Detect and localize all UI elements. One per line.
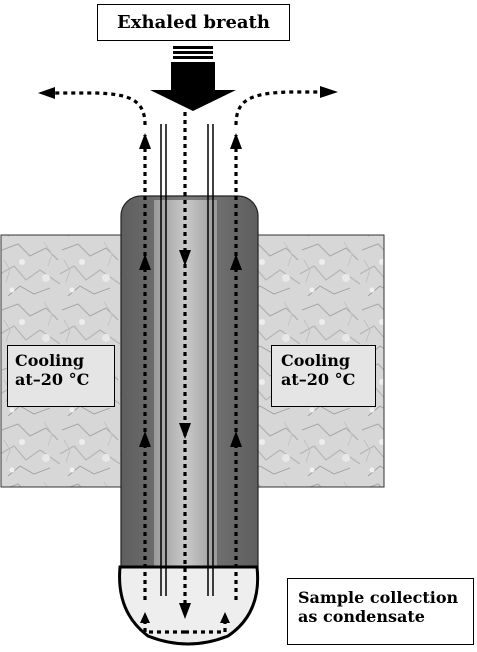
cooling-left-line2: at–20 °C — [15, 370, 90, 390]
arrow-up-left-icon — [139, 133, 151, 149]
arrow-up-right-icon — [230, 133, 242, 149]
cooling-right-line2: at–20 °C — [281, 370, 356, 390]
sample-line1: Sample collection — [298, 588, 459, 607]
cooling-label-right: Cooling at–20 °C — [271, 345, 376, 407]
arrow-down-center-icon — [179, 603, 191, 619]
breath-inlet-arrow-icon — [150, 46, 236, 111]
flow-arrowheads — [38, 86, 338, 623]
cooling-left-line1: Cooling — [15, 351, 85, 370]
arrow-up-right-icon — [230, 431, 242, 447]
arrow-up-small-right-icon — [220, 612, 230, 623]
arrow-up-right-icon — [230, 254, 242, 270]
arrow-up-small-left-icon — [140, 612, 150, 623]
arrow-right-out-icon — [320, 86, 338, 98]
flow-out-left — [52, 91, 147, 126]
arrow-up-left-icon — [139, 254, 151, 270]
inner-tube-walls — [160, 124, 214, 596]
arrow-up-left-icon — [139, 431, 151, 447]
sample-line2: as condensate — [298, 607, 425, 627]
cooling-right-line1: Cooling — [281, 351, 351, 370]
arrow-down-center-icon — [179, 423, 191, 439]
flow-out-right — [234, 90, 322, 126]
arrow-down-center-icon — [179, 250, 191, 266]
sample-collection-label: Sample collection as condensate — [287, 578, 474, 645]
cooling-label-left: Cooling at–20 °C — [7, 345, 115, 407]
exhaled-breath-text: Exhaled breath — [117, 12, 270, 33]
arrow-left-out-icon — [38, 87, 55, 99]
exhaled-breath-label: Exhaled breath — [97, 4, 290, 41]
